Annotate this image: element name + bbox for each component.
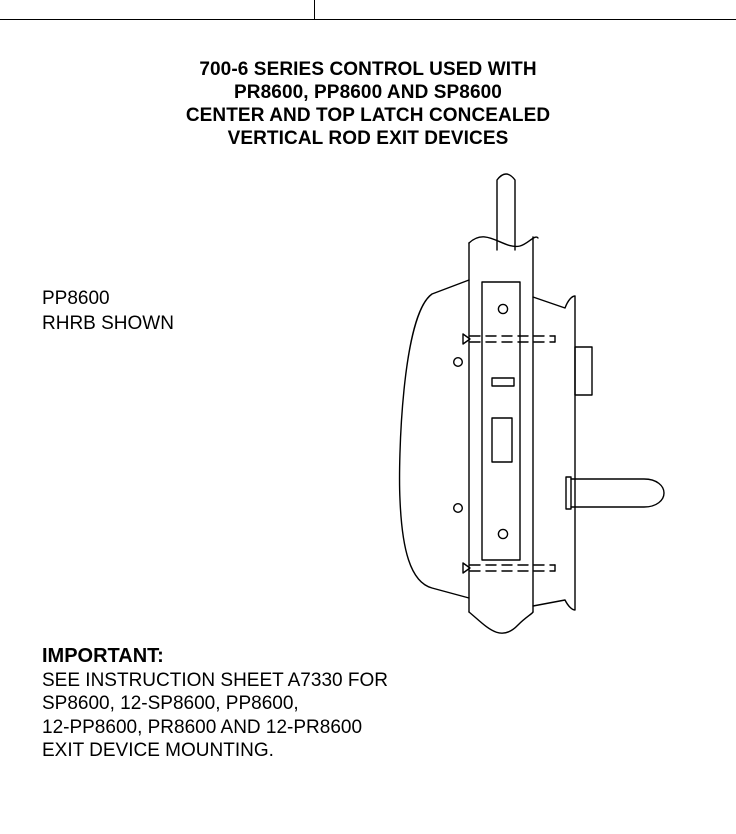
important-note: IMPORTANT: SEE INSTRUCTION SHEET A7330 F… bbox=[42, 645, 388, 763]
diagram-title: 700-6 SERIES CONTROL USED WITH PR8600, P… bbox=[0, 58, 736, 150]
title-line-4: VERTICAL ROD EXIT DEVICES bbox=[227, 128, 509, 149]
header-divider-tick bbox=[314, 0, 315, 19]
model-label: PP8600 RHRB SHOWN bbox=[42, 286, 174, 336]
cylinder-block bbox=[574, 346, 593, 396]
bottom-screw-icon bbox=[497, 528, 509, 540]
lever-handle bbox=[565, 476, 665, 510]
header-rule bbox=[0, 19, 736, 20]
auxiliary-latch-slot bbox=[491, 377, 515, 387]
note-line-3: 12-PP8600, PR8600 AND 12-PR8600 bbox=[42, 716, 363, 738]
note-line-4: EXIT DEVICE MOUNTING. bbox=[42, 740, 274, 761]
title-line-3: CENTER AND TOP LATCH CONCEALED bbox=[185, 105, 551, 126]
mounting-screw-heads bbox=[462, 333, 471, 574]
trim-hole-upper-icon bbox=[453, 357, 464, 368]
title-line-2: PR8600, PP8600 AND SP8600 bbox=[234, 82, 502, 103]
door-stile bbox=[468, 236, 539, 634]
vertical-rod bbox=[496, 173, 516, 251]
title-line-1: 700-6 SERIES CONTROL USED WITH bbox=[199, 59, 537, 80]
top-screw-icon bbox=[497, 303, 509, 315]
handing-label: RHRB SHOWN bbox=[42, 313, 174, 334]
note-line-1: SEE INSTRUCTION SHEET A7330 FOR bbox=[42, 669, 388, 691]
latch-bolt-opening bbox=[491, 417, 513, 463]
note-heading: IMPORTANT: bbox=[42, 645, 164, 667]
note-line-2: SP8600, 12-SP8600, PP8600, bbox=[42, 693, 299, 714]
hidden-lines bbox=[469, 335, 556, 572]
faceplate bbox=[481, 281, 521, 561]
model-number: PP8600 bbox=[42, 288, 110, 309]
trim-hole-lower-icon bbox=[453, 503, 464, 514]
trim-housing bbox=[398, 279, 576, 611]
